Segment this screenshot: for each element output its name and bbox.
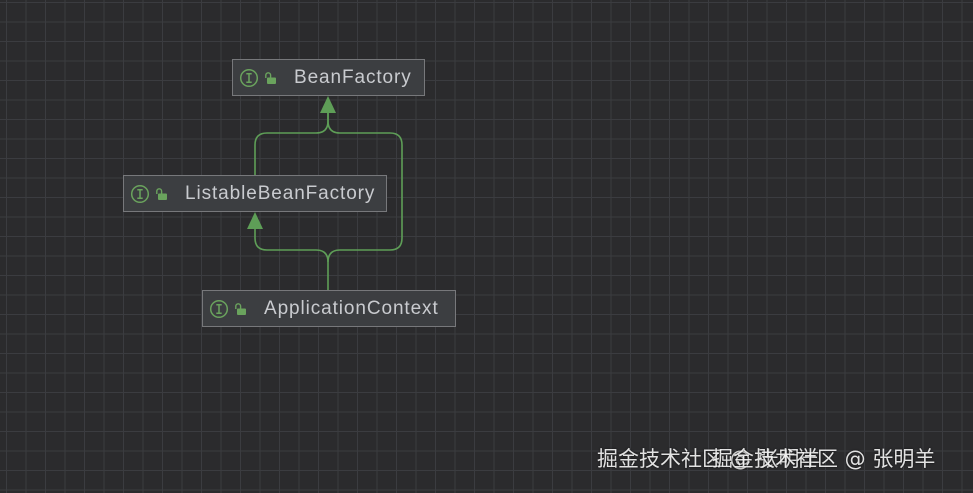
node-label: ListableBeanFactory <box>185 183 376 204</box>
interface-icon <box>209 299 229 319</box>
edge-applicationcontext-to-listable <box>254 228 329 263</box>
node-beanfactory[interactable]: BeanFactory <box>232 59 425 96</box>
inheritance-arrowhead-listable <box>247 212 263 229</box>
interface-icon <box>239 68 259 88</box>
public-visibility-icon <box>155 187 169 201</box>
watermark-text-overlay: 掘金技术社区 @ 张明羊 <box>712 447 936 471</box>
edge-applicationcontext-to-beanfactory <box>327 112 403 290</box>
public-visibility-icon <box>234 302 248 316</box>
inheritance-arrowhead-beanfactory <box>320 96 336 113</box>
node-listablebeanfactory[interactable]: ListableBeanFactory <box>123 175 387 212</box>
interface-icon <box>130 184 150 204</box>
node-label: ApplicationContext <box>264 298 439 319</box>
node-label: BeanFactory <box>294 67 412 88</box>
edge-listable-to-beanfactory <box>254 112 329 175</box>
watermark-text: 掘金技术社区 @ 张明羊 <box>597 447 821 471</box>
node-applicationcontext[interactable]: ApplicationContext <box>202 290 456 327</box>
public-visibility-icon <box>264 71 278 85</box>
